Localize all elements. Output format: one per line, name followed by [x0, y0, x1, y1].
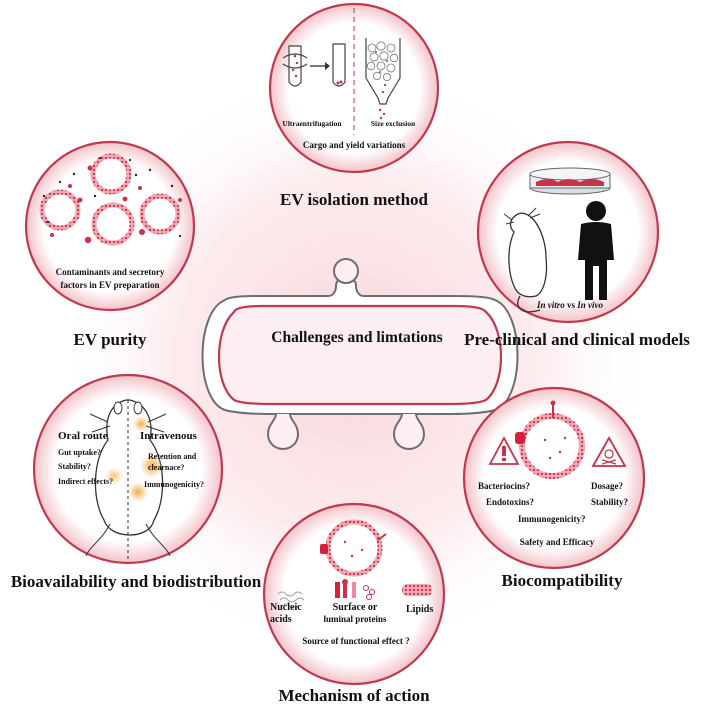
biocompat-q4: Stability? — [591, 497, 629, 507]
vesicle-icon — [320, 519, 387, 577]
nucleic-acid-icon — [277, 591, 305, 609]
mechanism-bubble — [262, 502, 446, 686]
oral-q3: Indirect effects? — [58, 477, 114, 486]
petri-dish-icon — [529, 167, 611, 195]
biocompat-bubble — [462, 386, 646, 570]
models-caption-a: In vitro — [536, 300, 565, 310]
models-heading: Pre-clinical and clinical models — [464, 330, 690, 349]
iv-q3: Immunogenicity? — [144, 480, 204, 489]
centrifuge-tube-icon — [282, 43, 346, 87]
biocompat-caption: Safety and Efficacy — [519, 537, 595, 547]
iv-q1: Retention and — [148, 452, 197, 461]
isolation-caption: Cargo and yield variations — [302, 140, 406, 150]
lipid-icon — [402, 584, 432, 596]
oral-q2: Stability? — [58, 462, 91, 471]
models-caption-b: In vivo — [577, 300, 604, 310]
human-icon — [578, 201, 614, 300]
mechanism-heading: Mechanism of action — [278, 686, 430, 705]
oral-q1: Gut uptake? — [58, 448, 101, 457]
isolation-heading: EV isolation method — [280, 190, 428, 209]
purity-heading: EV purity — [73, 330, 147, 349]
center-title: Challenges and limtations — [271, 329, 443, 346]
ev-vesicle-icon — [39, 153, 181, 246]
biocompat-heading: Biocompatibility — [501, 571, 623, 590]
mechanism-item1-line1: Nucleic — [270, 602, 302, 613]
isolation-method-left-label: Ultraentrifugation — [282, 119, 342, 128]
models-caption: In vitro vs In vivo — [520, 300, 620, 310]
biocompat-q3: Endotoxins? — [486, 497, 535, 507]
models-bubble — [476, 140, 660, 324]
toxic-icon — [591, 436, 627, 467]
purity-bubble — [24, 140, 196, 312]
models-caption-vs: vs — [564, 300, 578, 310]
protein-icon — [335, 579, 375, 600]
isolation-method-right-label: Size exclusion — [370, 119, 416, 128]
mechanism-caption: Source of functional effect ? — [302, 636, 410, 646]
oral-route-title: Oral route — [58, 430, 108, 442]
iv-title: Intravenous — [140, 430, 197, 442]
mechanism-item1-line2: acids — [270, 614, 292, 625]
mechanism-item3: Lipids — [406, 604, 434, 615]
vesicle-icon — [515, 400, 585, 479]
warning-icon — [488, 436, 520, 465]
size-exclusion-column-icon — [365, 38, 401, 120]
biocompat-q1: Bacteriocins? — [478, 481, 530, 491]
purity-caption-line1: Contaminants and secretory — [55, 267, 165, 277]
mouse-icon — [503, 207, 548, 313]
mechanism-item2-line1: Surface or — [332, 602, 378, 613]
mouse-body-icon — [85, 399, 171, 557]
bioavail-heading: Bioavailability and biodistribution — [10, 572, 262, 591]
bioavail-bubble — [32, 373, 224, 565]
biocompat-q2: Dosage? — [591, 481, 623, 491]
isolation-bubble — [268, 2, 440, 174]
center-capsule — [201, 258, 519, 451]
biocompat-q5: Immunogenicity? — [518, 514, 586, 524]
iv-q2: clearnace? — [148, 463, 185, 472]
mechanism-item2-line2: luminal proteins — [323, 614, 387, 624]
purity-caption-line2: factors in EV preparation — [60, 280, 160, 290]
